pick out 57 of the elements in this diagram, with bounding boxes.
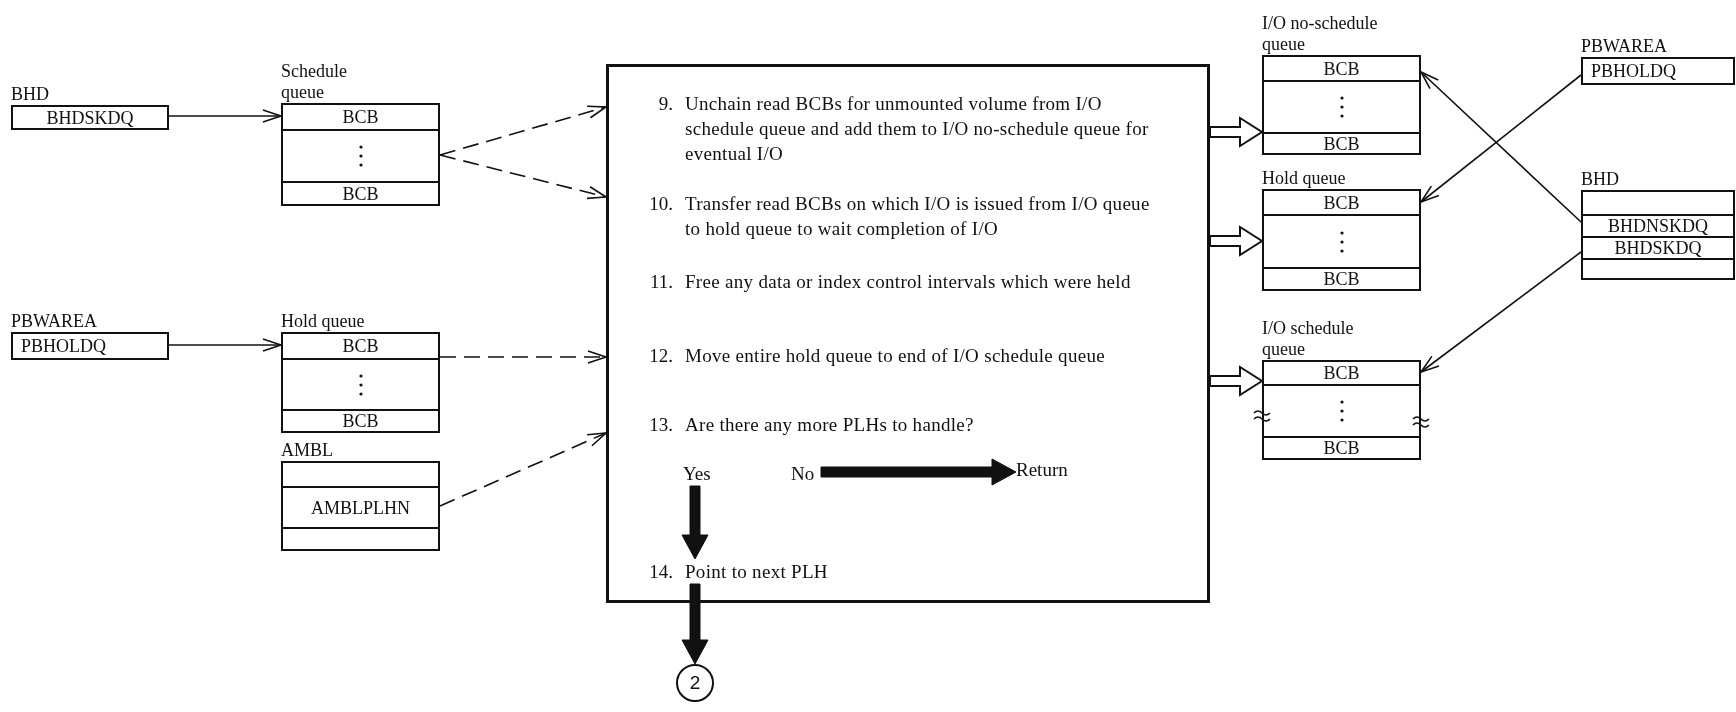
- field-name: BCB: [1323, 363, 1360, 383]
- field-name: BHDSKDQ: [1614, 238, 1702, 258]
- field-name: BHDSKDQ: [46, 107, 134, 128]
- field-name: BCB: [1323, 133, 1360, 154]
- field-name: BCB: [1323, 192, 1360, 213]
- structure-label: Hold queue: [281, 311, 365, 332]
- field-name: BCB: [342, 336, 379, 356]
- step-number: 10.: [648, 192, 673, 216]
- field-name: BCB: [1323, 438, 1360, 458]
- step-description: Unchain read BCBs for unmounted volume from I/O schedule queue and add them to I/O no-schedule queue for eventual I/O: [685, 92, 1150, 166]
- step-number: 14.: [648, 560, 673, 584]
- field-name: BHDNSKDQ: [1608, 216, 1708, 236]
- step-description: Free any data or index control intervals which were held: [685, 270, 1132, 294]
- block-arrow: [1209, 116, 1264, 148]
- step-description: Transfer read BCBs on which I/O is issued from I/O queue to hold queue to wait completion of I/O: [685, 192, 1151, 241]
- arrow: [168, 338, 282, 352]
- structure-label: BHD: [1581, 169, 1619, 190]
- structure-label: AMBL: [281, 440, 333, 461]
- structure-label: PBWAREA: [11, 311, 97, 332]
- process-frame: [606, 64, 1210, 603]
- structure-label: Hold queue: [1262, 168, 1346, 189]
- structure-label: PBWAREA: [1581, 36, 1667, 57]
- field-name: BCB: [1323, 269, 1360, 289]
- field-name: PBHOLDQ: [1591, 61, 1676, 81]
- dashed-arrow: [439, 154, 607, 200]
- field-name: BCB: [342, 107, 379, 127]
- structure-label: I/O no-schedule queue: [1262, 13, 1379, 55]
- block-arrow: [1209, 365, 1264, 397]
- step-number: 9.: [657, 92, 673, 116]
- block-arrow: [681, 485, 709, 560]
- block-arrow: [681, 583, 709, 665]
- dashed-arrow: [439, 432, 607, 507]
- step-number: 11.: [648, 270, 673, 294]
- step-description: Are there any more PLHs to handle?: [685, 413, 975, 437]
- field-name: AMBLPLHN: [311, 497, 410, 518]
- step-description: Point to next PLH: [685, 560, 829, 584]
- decision-option: Return: [1016, 457, 1074, 482]
- field-name: PBHOLDQ: [21, 336, 106, 356]
- step-number: 13.: [648, 413, 673, 437]
- arrow: [1420, 71, 1582, 223]
- field-name: BCB: [342, 183, 379, 204]
- step-description: Move entire hold queue to end of I/O schedule queue: [685, 344, 1106, 368]
- decision-option: No: [791, 461, 821, 486]
- dashed-arrow: [439, 105, 607, 156]
- step-number: 12.: [648, 344, 673, 368]
- field-name: BCB: [342, 411, 379, 431]
- field-name: BCB: [1323, 58, 1360, 79]
- structure-label: BHD: [11, 84, 49, 105]
- structure-label: I/O schedule queue: [1262, 318, 1355, 360]
- arrow: [1420, 251, 1582, 373]
- structure-label: Schedule queue: [281, 61, 348, 103]
- arrow: [168, 109, 282, 123]
- block-arrow: [820, 458, 1017, 486]
- decision-option: Yes: [683, 461, 717, 486]
- dashed-arrow: [439, 350, 607, 364]
- block-arrow: [1209, 225, 1264, 257]
- arrow: [1420, 74, 1582, 203]
